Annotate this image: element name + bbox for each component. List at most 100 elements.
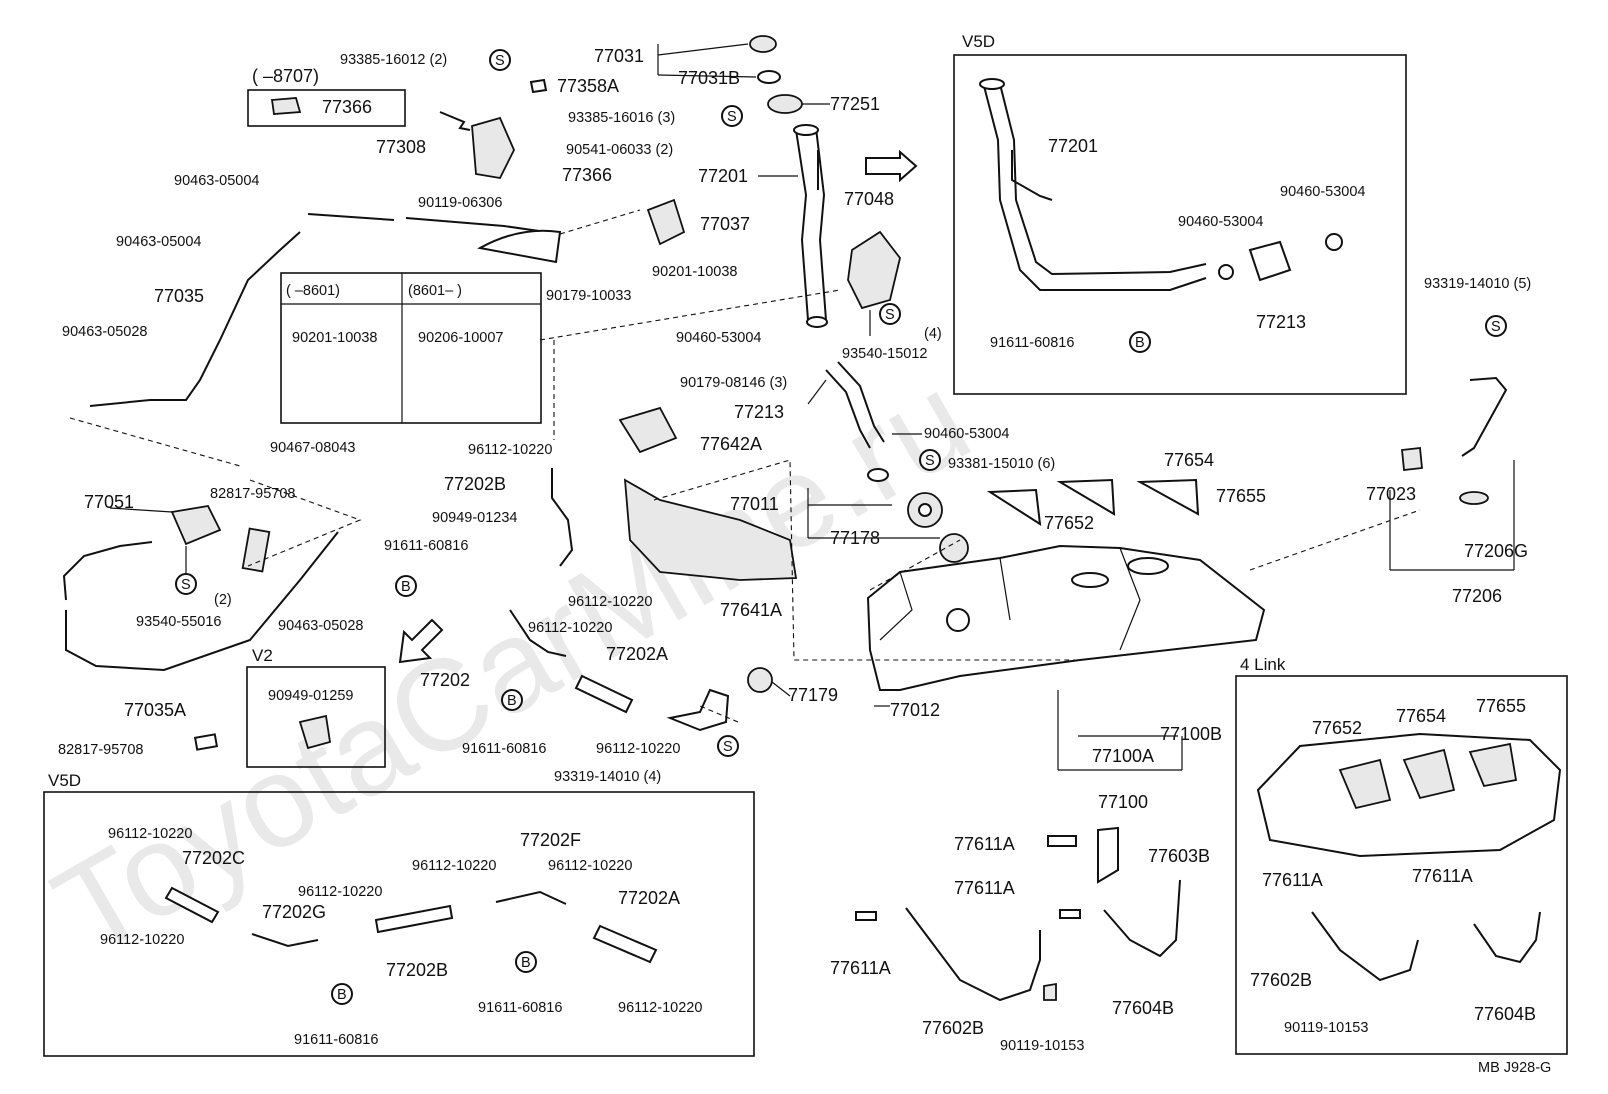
label-77655: 77655	[1216, 486, 1266, 506]
label-77011: 77011	[730, 494, 779, 514]
clip-77366-box	[270, 97, 302, 115]
link4-tank	[1256, 732, 1562, 858]
label-93319-14010-5: 93319-14010 (5)	[1424, 276, 1531, 292]
svg-text:B: B	[337, 987, 347, 1003]
label-93540-15012: 93540-15012	[842, 346, 927, 362]
ring-77178	[939, 533, 969, 563]
v2-title: V2	[252, 646, 273, 665]
label-91611-60816-b: 91611-60816	[462, 741, 546, 757]
label-77206: 77206	[1452, 586, 1502, 606]
label-b-96112-e: 96112-10220	[548, 858, 632, 874]
label-77031: 77031	[594, 46, 644, 66]
range-left-header: ( –8601)	[286, 283, 340, 299]
label-b-96112-a: 96112-10220	[108, 826, 192, 842]
hose-77202G	[251, 933, 319, 948]
v5d-filler-pipe	[983, 83, 1207, 291]
hose-77202A	[574, 674, 634, 714]
cable-77035A	[65, 531, 339, 672]
label-qty-2: (2)	[214, 592, 232, 608]
insulator-77641A	[623, 478, 798, 581]
label-link4-90119: 90119-10153	[1284, 1020, 1368, 1036]
label-77611A-2: 77611A	[954, 878, 1015, 898]
label-b-96112-c: 96112-10220	[298, 884, 382, 900]
label-82817-95708-b: 82817-95708	[58, 742, 143, 758]
strap-pad-77655	[1136, 478, 1200, 516]
label-b-77202C: 77202C	[182, 848, 245, 868]
label-91611-60816-a: 91611-60816	[384, 538, 468, 554]
label-link4-77604B: 77604B	[1474, 1004, 1536, 1024]
filler-cap-77031	[749, 35, 777, 53]
label-77213: 77213	[734, 402, 784, 422]
label-link4-77655: 77655	[1476, 696, 1526, 716]
label-77604B: 77604B	[1112, 998, 1174, 1018]
label-v5d-90460-b: 90460-53004	[1178, 214, 1263, 230]
label-77051: 77051	[84, 492, 134, 512]
symbol-s-3: S	[879, 303, 901, 325]
strap-pad-77654	[1056, 478, 1116, 516]
fuel-tank	[866, 544, 1266, 691]
range-top-box	[247, 89, 406, 127]
label-77603B: 77603B	[1148, 846, 1210, 866]
hose-77202C	[164, 886, 220, 924]
label-77652: 77652	[1044, 513, 1094, 533]
label-77037: 77037	[700, 214, 750, 234]
bracket-77037	[646, 198, 686, 246]
label-b-96112-f: 96112-10220	[618, 1000, 702, 1016]
link4-box	[1235, 675, 1568, 1055]
nut-90119-10153	[1043, 982, 1057, 1001]
label-77048: 77048	[844, 189, 894, 209]
label-b-77202A: 77202A	[618, 888, 680, 908]
label-range-90206-10007: 90206-10007	[418, 330, 503, 346]
symbol-b-3: B	[1129, 331, 1151, 353]
svg-text:B: B	[401, 579, 411, 595]
svg-text:B: B	[507, 693, 517, 709]
label-93540-55016: 93540-55016	[136, 614, 221, 630]
label-77308: 77308	[376, 137, 426, 157]
gasket-77179	[747, 667, 773, 693]
label-b-91611-a: 91611-60816	[478, 1000, 562, 1016]
hose-77202A-v5d	[592, 924, 658, 964]
label-90949-01234: 90949-01234	[432, 510, 517, 526]
label-77178: 77178	[830, 528, 880, 548]
label-v5d-90460-a: 90460-53004	[1280, 184, 1365, 200]
label-96112-10220-a: 96112-10220	[468, 442, 552, 458]
label-90541-06033: 90541-06033 (2)	[566, 142, 673, 158]
hose-77202F	[495, 890, 567, 905]
svg-text:S: S	[181, 577, 191, 593]
v5d-hose-77213	[1248, 240, 1292, 282]
symbol-b-4: B	[331, 983, 353, 1005]
arrow-right	[865, 149, 918, 183]
label-link4-77654: 77654	[1396, 706, 1446, 726]
label-90119-06306: 90119-06306	[418, 195, 502, 211]
gasket-77031B	[757, 70, 781, 84]
label-90463-05004-a: 90463-05004	[174, 173, 259, 189]
label-93381-15010: 93381-15010 (6)	[948, 456, 1055, 472]
label-77251: 77251	[830, 94, 880, 114]
label-b-77202G: 77202G	[262, 902, 326, 922]
gasket-77206G	[1459, 491, 1489, 505]
label-77012: 77012	[890, 700, 940, 720]
bolt-77611A-2	[1059, 909, 1081, 919]
label-b-77202B: 77202B	[386, 960, 448, 980]
symbol-s-2: S	[721, 105, 743, 127]
label-range-90201-10038: 90201-10038	[292, 330, 377, 346]
label-77035A: 77035A	[124, 700, 186, 720]
clip-90949-01259	[298, 714, 332, 750]
label-link4-77611A-a: 77611A	[1262, 870, 1323, 890]
label-77031B: 77031B	[678, 68, 740, 88]
label-b-96112-d: 96112-10220	[412, 858, 496, 874]
label-link4-77602B: 77602B	[1250, 970, 1312, 990]
label-77100A: 77100A	[1092, 746, 1154, 766]
label-82817-95708	[241, 527, 271, 573]
protector-77048	[847, 230, 901, 310]
v5d-top-box	[953, 54, 1407, 395]
svg-text:S: S	[495, 53, 505, 69]
pad-77642A	[618, 406, 678, 454]
label-link4-77652: 77652	[1312, 718, 1362, 738]
label-77023: 77023	[1366, 484, 1416, 504]
bracket-77603B	[1097, 826, 1119, 884]
label-77654: 77654	[1164, 450, 1214, 470]
arrow-down-left	[398, 618, 444, 664]
label-82817-95708-b	[193, 733, 219, 751]
